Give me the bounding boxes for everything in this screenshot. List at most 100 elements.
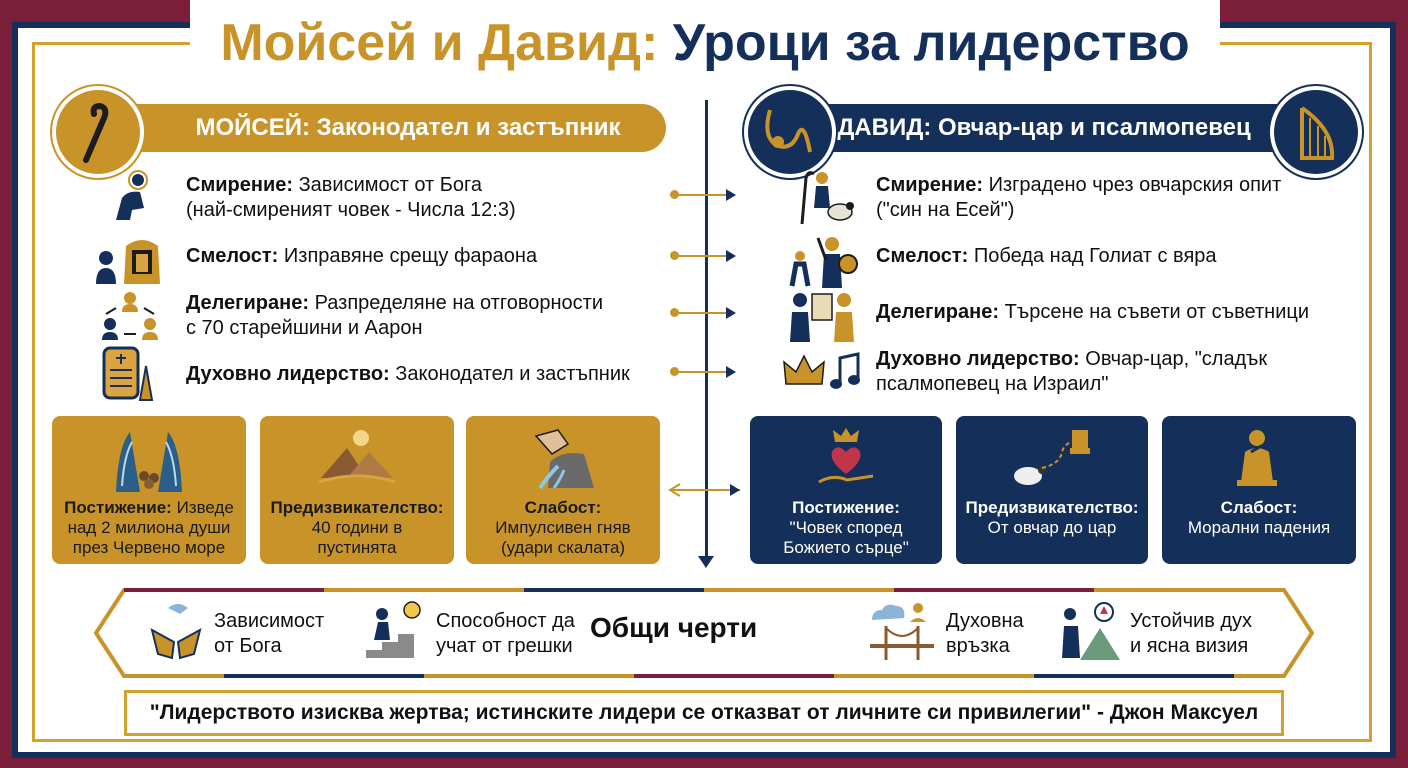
box-text-2: над 2 милиона души [67,518,231,537]
striking-rock-icon [534,429,594,490]
moses-trait-spiritual: Духовно лидерство: Законодател и застъпн… [186,362,630,387]
sling-icon [765,109,812,153]
moses-challenge-box: Предизвикателство: 40 години в пустинята [260,416,454,564]
connector-line [676,194,726,196]
desert-icon [318,430,396,484]
trait-label: Делегиране: [186,292,310,314]
common-traits-label: Общи черти [590,612,758,643]
trait-text-2: ("син на Есей") [876,199,1015,221]
harp-icon [1300,106,1335,160]
connector-arrow-icon [726,189,736,201]
box-text: От овчар до цар [987,518,1117,537]
david-trait-humility: Смирение: Изградено чрез овчарския опит … [876,173,1281,223]
trait-text: Победа над Голиат с вяра [973,245,1217,267]
trait-label: Смелост: [876,245,969,267]
moses-trait-humility: Смирение: Зависимост от Бога (най-смирен… [186,173,516,223]
david-challenge-box: Предизвикателство: От овчар до цар [956,416,1148,564]
page-title: Мойсей и Давид: Уроци за лидерство [190,8,1220,78]
common-item-line1: Духовна [946,610,1024,632]
box-text-2: пустинята [317,538,397,557]
box-label: Слабост: [524,498,602,517]
center-divider [705,100,708,560]
common-item-line2: връзка [946,635,1010,657]
trait-label: Делегиране: [876,301,1000,323]
common-item-line1: Зависимост [214,610,325,632]
common-item-line2: учат от грешки [436,635,573,657]
common-item-dependence: Зависимост от Бога [214,609,324,659]
common-item-vision: Устойчив дух и ясна визия [1130,609,1252,659]
moses-header: МОЙСЕЙ: Законодател и застъпник [110,104,666,152]
box-text: Импулсивен гняв [495,518,631,537]
crown-heart-icon [818,428,874,484]
trait-label: Смирение: [876,174,984,196]
trait-text-2: (най-смиреният човек - Числа 12:3) [186,199,516,221]
box-text-2: Божието сърце" [783,538,909,557]
counsel-icon [790,293,854,342]
box-text: 40 години в [311,518,403,537]
trait-label: Смирение: [186,174,294,196]
box-label: Постижение: [792,498,900,517]
trait-text: Търсене на съвети от съветници [1004,301,1310,323]
goliath-battle-icon [789,237,858,288]
david-trait-spiritual: Духовно лидерство: Овчар-цар, "сладък пс… [876,347,1267,397]
connector-line [676,371,726,373]
common-item-learning: Способност да учат от грешки [436,609,575,659]
common-item-spiritual: Духовна връзка [946,609,1024,659]
david-harp-medallion [1270,86,1362,178]
moses-weakness-box: Слабост: Импулсивен гняв (удари скалата) [466,416,660,564]
box-text: Морални падения [1187,518,1331,537]
common-item-line2: и ясна визия [1130,635,1249,657]
moses-achievement-box: Постижение: Изведе над 2 милиона души пр… [52,416,246,564]
hands-dove-icon [150,604,202,660]
crown-music-icon [783,352,860,389]
sheep-throne-icon [1014,430,1090,485]
box-text-3: през Червено море [72,538,226,557]
trait-text: Законодател и застъпник [395,363,630,385]
connector-arrow-icon [726,250,736,262]
trait-text: Зависимост от Бога [298,174,482,196]
box-label: Слабост: [1220,498,1298,517]
bridge-icon [870,603,934,660]
david-trait-delegation: Делегиране: Търсене на съвети от съветни… [876,300,1309,325]
box-text: Изведе [176,498,234,517]
leadership-quote: "Лидерството изисква жертва; истинските … [124,690,1284,736]
trait-label: Духовно лидерство: [876,348,1080,370]
trait-text-2: с 70 старейшини и Аарон [186,317,423,339]
pharaoh-icon [96,240,160,284]
connector-line [676,255,726,257]
david-header: ДАВИД: Овчар-цар и псалмопевец [744,104,1344,152]
staff-icon [83,102,109,163]
moses-trait-courage: Смелост: Изправяне срещу фараона [186,244,537,269]
sorrowful-man-icon [1237,430,1277,486]
david-trait-courage: Смелост: Победа над Голиат с вяра [876,244,1217,269]
connector-dot [670,367,679,376]
title-background [190,0,1220,84]
common-item-line2: от Бога [214,635,282,657]
box-label: Предизвикателство: [965,498,1139,517]
title-part2: Уроци за лидерство [672,14,1190,72]
delegation-icon [102,292,158,340]
trait-text: Разпределяне на отговорности [314,292,604,314]
connector-dot [670,190,679,199]
trait-label: Духовно лидерство: [186,363,390,385]
praying-man-icon [116,170,148,220]
connector-dot [670,251,679,260]
connector-arrow-icon [726,366,736,378]
box-text: "Човек според [789,518,903,537]
connector-dot [670,308,679,317]
compass-mountain-icon [1062,602,1120,660]
stairs-idea-icon [366,601,421,658]
common-item-line1: Способност да [436,610,575,632]
david-achievement-box: Постижение: "Човек според Божието сърце" [750,416,942,564]
trait-label: Смелост: [186,245,279,267]
trait-text: Овчар-цар, "сладък [1085,348,1268,370]
david-medallion [744,86,836,178]
box-label: Предизвикателство: [270,498,444,517]
common-item-line1: Устойчив дух [1130,610,1253,632]
david-weakness-box: Слабост: Морални падения [1162,416,1356,564]
trait-text: Изградено чрез овчарския опит [988,174,1282,196]
box-label: Постижение: [64,498,172,517]
divider-arrow-icon [698,556,714,568]
red-sea-icon [116,432,182,492]
shepherd-icon [800,171,854,225]
